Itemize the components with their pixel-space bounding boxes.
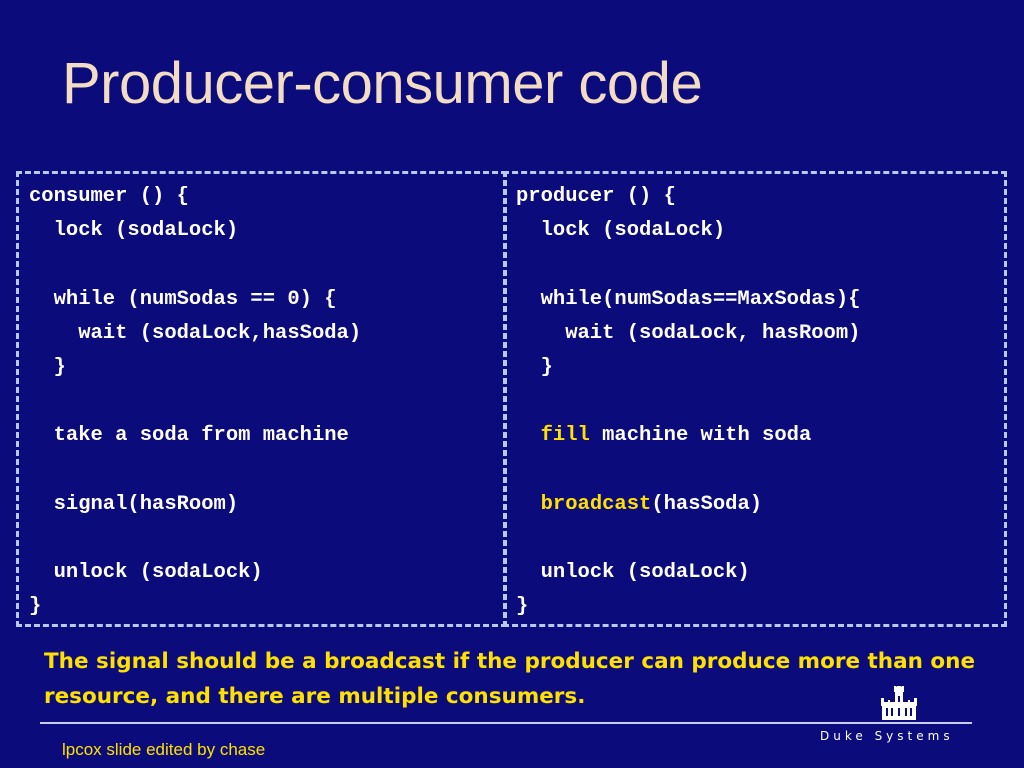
footer-credit: lpcox slide edited by chase	[62, 740, 266, 759]
consumer-code-box: consumer () { lock (sodaLock) while (num…	[16, 171, 507, 627]
code-line: while (numSodas == 0) {	[29, 287, 337, 311]
code-line: unlock (sodaLock)	[29, 561, 263, 585]
code-line: lock (sodaLock)	[29, 219, 239, 243]
footer-divider	[40, 722, 972, 724]
explanation-note: The signal should be a broadcast if the …	[44, 649, 976, 709]
code-line: consumer () {	[29, 185, 189, 208]
code-text: machine with soda	[589, 424, 812, 448]
code-line: }	[516, 595, 529, 619]
consumer-code: consumer () { lock (sodaLock) while (num…	[29, 180, 361, 625]
organization-name: Duke Systems	[820, 729, 954, 743]
code-line: lock (sodaLock)	[516, 219, 726, 243]
slide-title: Producer-consumer code	[62, 51, 703, 116]
code-line: }	[516, 356, 553, 380]
code-line: take a soda from machine	[29, 424, 349, 448]
code-line: wait (sodaLock,hasSoda)	[29, 321, 362, 345]
code-indent	[516, 424, 541, 447]
code-line: unlock (sodaLock)	[516, 561, 750, 585]
broadcast-keyword: broadcast	[540, 492, 652, 516]
code-text: (hasSoda)	[651, 492, 763, 516]
code-line: signal(hasRoom)	[29, 492, 239, 516]
producer-code-box: producer () { lock (sodaLock) while(numS…	[503, 171, 1007, 627]
code-line: producer () {	[516, 185, 676, 208]
code-line: wait (sodaLock, hasRoom)	[516, 321, 861, 345]
fill-keyword: fill	[540, 424, 590, 448]
code-line: }	[29, 356, 66, 380]
producer-code: producer () { lock (sodaLock) while(numS…	[516, 180, 860, 625]
code-indent	[516, 493, 541, 516]
duke-chapel-icon	[876, 684, 922, 724]
code-line: while(numSodas==MaxSodas){	[516, 287, 861, 311]
code-line: }	[29, 595, 42, 619]
